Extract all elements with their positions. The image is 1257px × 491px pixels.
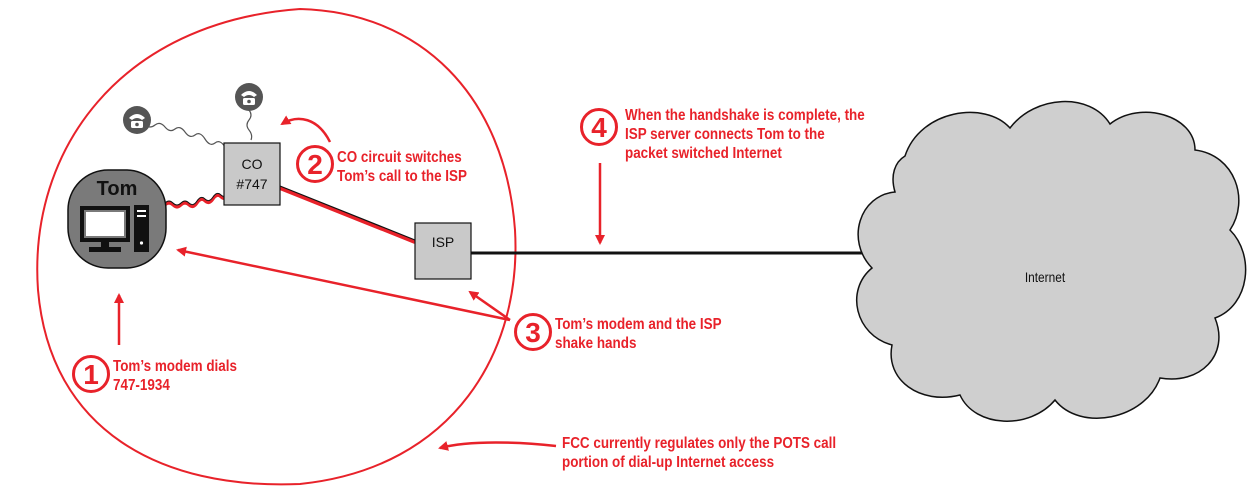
internet-label: Internet xyxy=(1024,269,1066,285)
co-isp-trunk-line-core xyxy=(279,185,416,241)
step4-number-badge: 4 xyxy=(580,108,618,146)
step2-arrow xyxy=(280,115,332,143)
telephone-icon xyxy=(123,106,151,134)
step3-number-badge: 3 xyxy=(514,313,552,351)
co-switch-box xyxy=(223,142,281,206)
step3-text-line1: Tom’s modem and the ISP xyxy=(555,316,722,333)
step1-text-line2: 747-1934 xyxy=(113,377,170,394)
internet-cloud-shape xyxy=(855,100,1247,422)
regulation-boundary-circle xyxy=(36,7,517,486)
computer-icon xyxy=(80,205,149,252)
fcc-note-arrow xyxy=(438,441,557,451)
step3-text-line2: shake hands xyxy=(555,335,637,352)
user-tom-label: Tom xyxy=(96,178,138,200)
step4-text-line1: When the handshake is complete, the xyxy=(625,107,865,124)
co-label-line1: CO xyxy=(241,156,263,172)
step1-text-line1: Tom’s modem dials xyxy=(113,358,237,375)
step1-number-badge: 1 xyxy=(72,355,110,393)
co-label: CO #747 xyxy=(224,154,280,194)
phone-wire-top xyxy=(246,109,253,141)
step3-arrow-to-tom xyxy=(176,246,511,322)
fcc-note-line1: FCC currently regulates only the POTS ca… xyxy=(562,435,837,452)
co-isp-trunk-line xyxy=(279,186,416,244)
telephone-icon xyxy=(235,83,263,111)
step3-arrow-to-isp xyxy=(468,290,511,322)
fcc-note-line2: portion of dial-up Internet access xyxy=(562,454,775,471)
step1-text: Tom’s modem dials 747-1934 xyxy=(113,357,237,395)
fcc-regulation-note: FCC currently regulates only the POTS ca… xyxy=(562,434,836,472)
isp-label: ISP xyxy=(431,234,455,250)
step2-number-badge: 2 xyxy=(296,145,334,183)
step3-text: Tom’s modem and the ISP shake hands xyxy=(555,315,722,353)
step2-text-line1: CO circuit switches xyxy=(337,149,462,166)
step2-text-line2: Tom’s call to the ISP xyxy=(337,168,467,185)
step4-text: When the handshake is complete, the ISP … xyxy=(625,106,865,163)
co-label-line2: #747 xyxy=(236,176,268,192)
step2-text: CO circuit switches Tom’s call to the IS… xyxy=(337,148,467,186)
step4-text-line2: ISP server connects Tom to the xyxy=(625,126,825,143)
step4-text-line3: packet switched Internet xyxy=(625,145,782,162)
isp-box xyxy=(414,222,472,280)
